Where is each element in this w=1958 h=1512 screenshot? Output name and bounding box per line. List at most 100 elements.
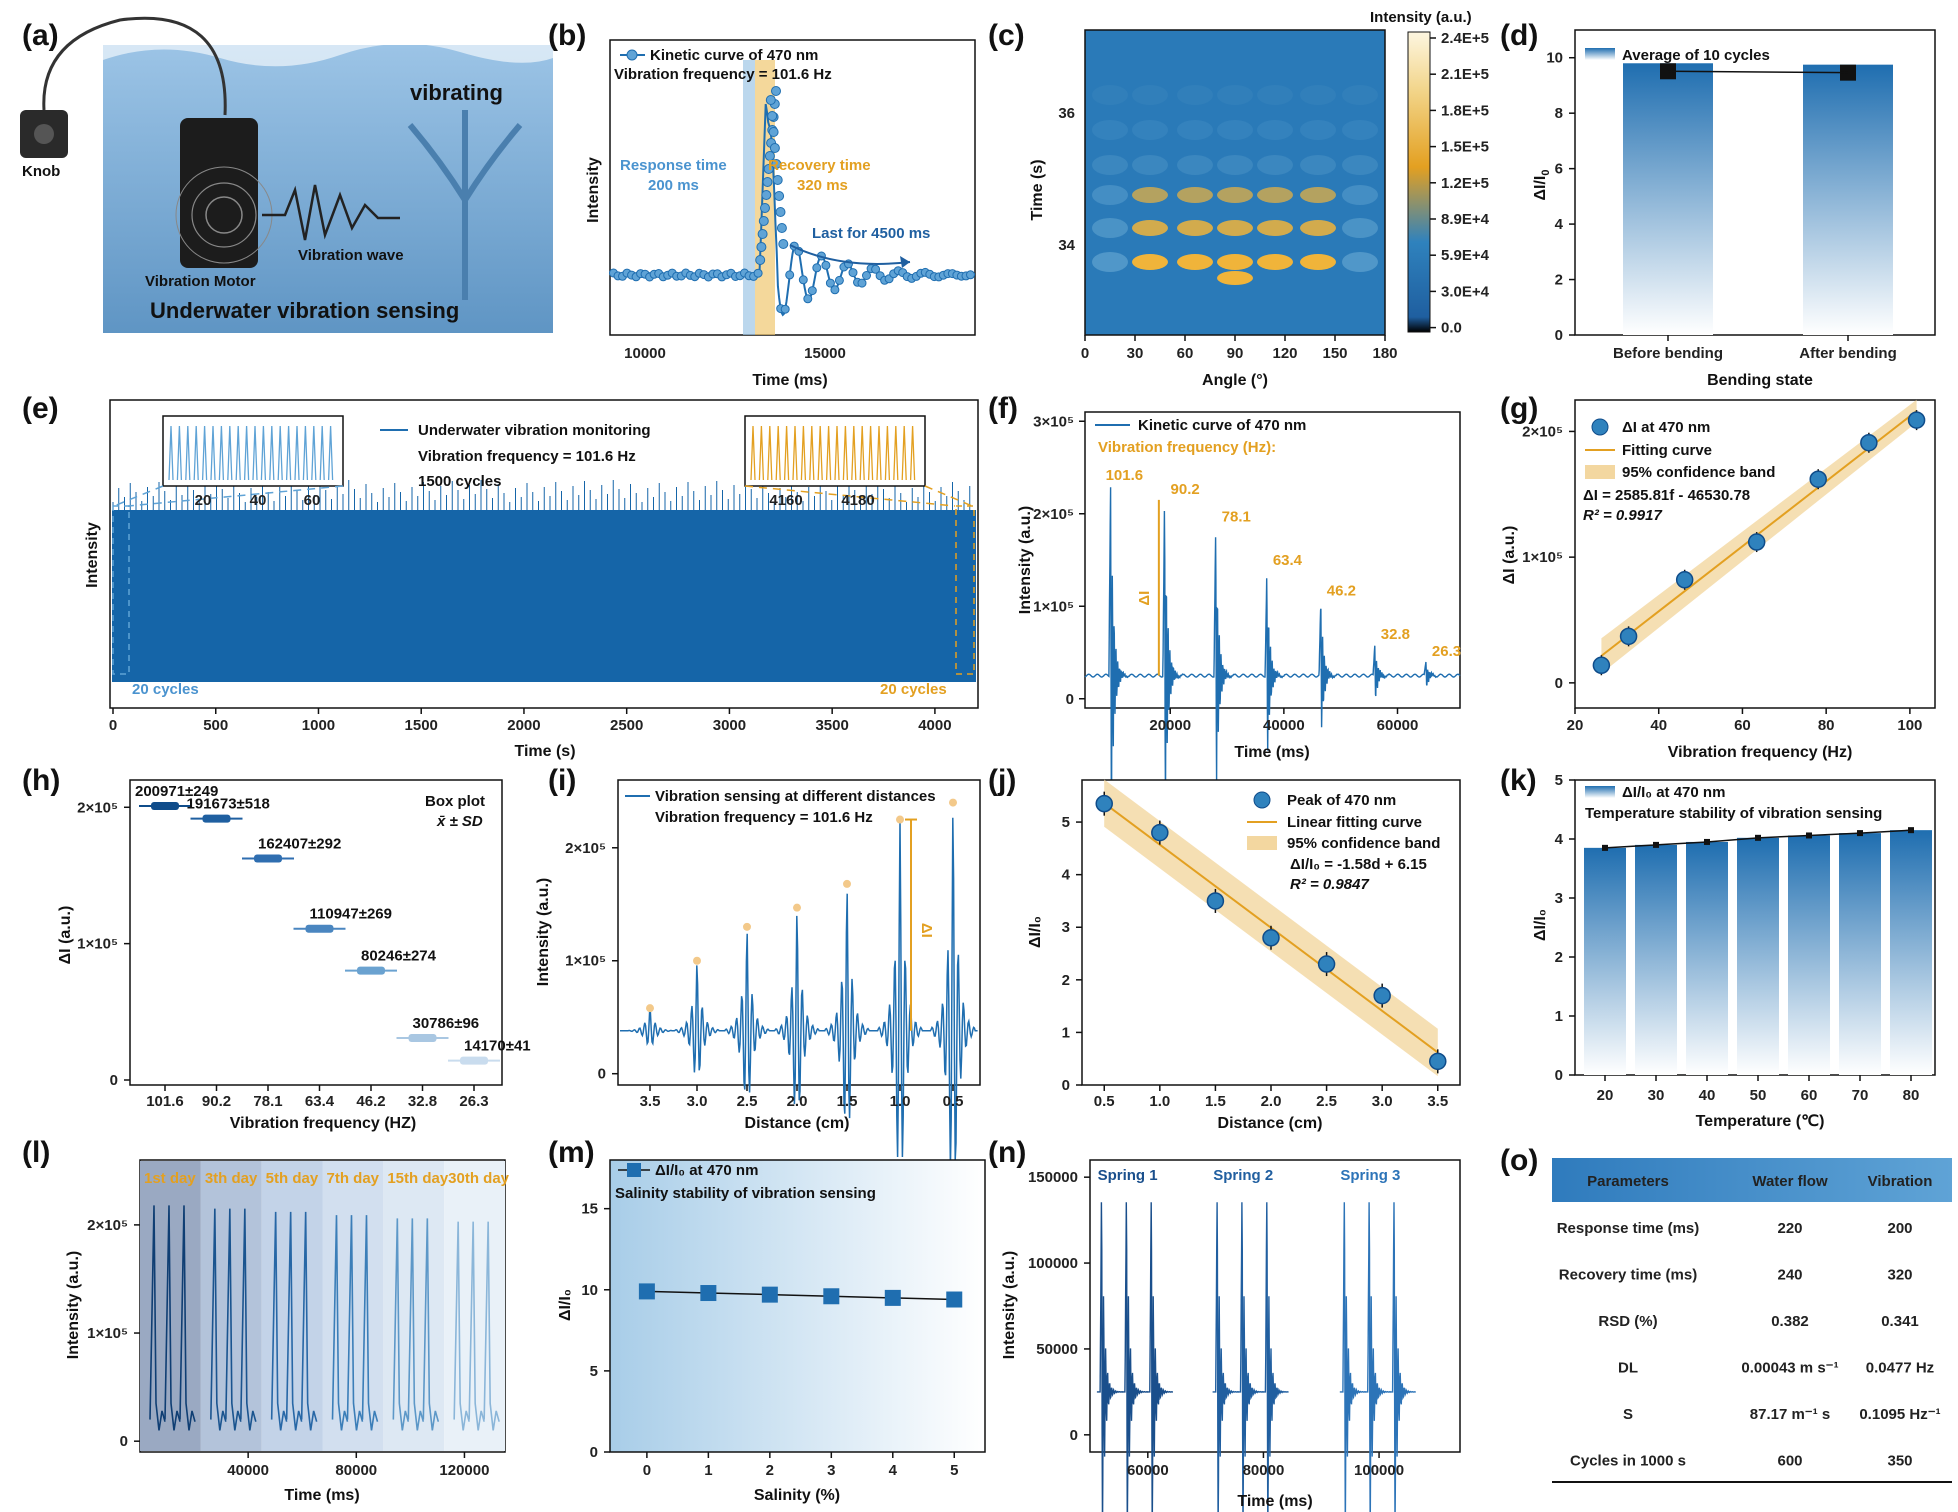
cbar-tick-0: 2.4E+5 xyxy=(1441,30,1489,47)
kinetic-point-rise-8 xyxy=(764,151,775,161)
vibration-ring-2 xyxy=(191,182,257,248)
i-peak-4 xyxy=(843,879,851,888)
j-ytick-5: 5 xyxy=(1062,814,1070,831)
i-peak-0 xyxy=(646,1004,654,1013)
table-header xyxy=(1552,1158,1952,1202)
i-xtick-4: 1.5 xyxy=(837,1093,858,1110)
j-point-1 xyxy=(1151,823,1169,842)
heatmap-cell-19 xyxy=(1300,155,1336,175)
m-xtick-3: 3 xyxy=(827,1462,835,1479)
j-point-3 xyxy=(1262,929,1280,947)
table-cell-1-1: 240 xyxy=(1777,1267,1802,1284)
kinetic-point-fall-6 xyxy=(774,191,785,201)
heatmap-cell-28 xyxy=(1092,218,1128,238)
heatmap-cell-30 xyxy=(1177,220,1213,236)
panel-label-h: (h) xyxy=(22,764,60,797)
l-peak-5-1 xyxy=(468,1221,485,1431)
l-peak-0-2 xyxy=(179,1205,196,1431)
g-xtick-2: 60 xyxy=(1734,717,1751,734)
l-peak-4-1 xyxy=(407,1218,425,1431)
m-ytick-3: 15 xyxy=(581,1201,598,1218)
i-trace xyxy=(620,817,978,1167)
last-duration-label: Last for 4500 ms xyxy=(812,225,930,242)
kinetic-point-39 xyxy=(803,294,813,304)
table-cell-3-1: 0.00043 m s⁻¹ xyxy=(1741,1360,1838,1377)
colorbar xyxy=(1407,31,1431,333)
l-day-label-4: 15th day xyxy=(387,1170,449,1187)
equation-j: ΔI/I₀ = -1.58d + 6.15 xyxy=(1290,856,1427,873)
heatmap-cell-39 xyxy=(1257,254,1293,270)
l-peak-2-1 xyxy=(285,1211,303,1431)
g-points xyxy=(1592,410,1926,676)
i-ytick-1: 1×10⁵ xyxy=(565,953,606,970)
k-bars xyxy=(1584,827,1932,1075)
panel-label-n: (n) xyxy=(988,1136,1026,1169)
kinetic-point-rise-4 xyxy=(760,203,770,213)
g-point-1 xyxy=(1619,627,1638,646)
g-point-0 xyxy=(1592,656,1611,675)
c-xtick-5: 150 xyxy=(1322,345,1347,362)
h-label-1: 191673±518 xyxy=(187,796,270,813)
j-point-5 xyxy=(1373,986,1391,1005)
kinetic-point-fall-8 xyxy=(776,223,787,233)
delta-label: ΔI xyxy=(1136,591,1153,606)
heatmap-cell-29 xyxy=(1132,220,1168,236)
e-inset2-peak-7 xyxy=(809,425,815,481)
j-xtick-4: 2.5 xyxy=(1316,1093,1337,1110)
n-traces xyxy=(1096,1202,1416,1512)
j-point-6 xyxy=(1429,1052,1447,1071)
l-xtick-0: 40000 xyxy=(227,1462,269,1479)
d-ytick-1: 2 xyxy=(1555,272,1563,289)
j-point-0 xyxy=(1095,794,1113,813)
h-xlabel: Vibration frequency (HZ) xyxy=(230,1115,416,1132)
panel-f-frame xyxy=(1084,411,1461,709)
l-peak-5-2 xyxy=(483,1221,500,1431)
e-inset2-peak-4 xyxy=(783,425,790,481)
heatmap-cell-5 xyxy=(1300,85,1336,105)
kinetic-point-fall-2 xyxy=(768,127,779,137)
table-cell-5-0: Cycles in 1000 s xyxy=(1570,1453,1686,1470)
c-ytick-0: 36 xyxy=(1058,105,1075,122)
r2-g: R² = 0.9917 xyxy=(1583,507,1662,524)
k-ytick-1: 1 xyxy=(1555,1008,1563,1025)
k-marker-6 xyxy=(1908,827,1914,834)
table-header-2: Vibration xyxy=(1868,1173,1933,1190)
legend-i: Vibration sensing at different distances xyxy=(655,788,936,805)
n-xtick-0: 60000 xyxy=(1127,1462,1169,1479)
legend-d: Average of 10 cycles xyxy=(1622,47,1770,64)
heatmap-cell-13 xyxy=(1342,120,1378,140)
j-points xyxy=(1095,791,1447,1074)
legend-m: ΔI/I₀ at 470 nm xyxy=(655,1162,758,1179)
e-inset2-peak-8 xyxy=(817,425,823,481)
heatmap-cell-8 xyxy=(1132,120,1168,140)
b-ylabel: Intensity xyxy=(585,157,602,223)
l-peak-3-0 xyxy=(331,1215,349,1431)
d-bars xyxy=(1623,63,1893,335)
table-header-0: Parameters xyxy=(1587,1173,1669,1190)
c-xlabel: Angle (°) xyxy=(1202,372,1268,389)
freq-i: Vibration frequency = 101.6 Hz xyxy=(655,809,873,826)
table-cell-5-2: 350 xyxy=(1887,1453,1912,1470)
l-peak-2-2 xyxy=(300,1211,318,1431)
legend-j3: 95% confidence band xyxy=(1287,835,1440,852)
legend-f: Kinetic curve of 470 nm xyxy=(1138,417,1306,434)
legend-marker-g xyxy=(1591,418,1609,436)
n-ytick-0: 0 xyxy=(1070,1427,1078,1444)
m-line xyxy=(646,1290,955,1301)
g-ytick-0: 0 xyxy=(1555,675,1563,692)
heatmap-cell-22 xyxy=(1132,187,1168,203)
box-plot-label: Box plot xyxy=(425,793,485,810)
j-xtick-6: 3.5 xyxy=(1427,1093,1448,1110)
heatmap-cell-37 xyxy=(1177,254,1213,270)
f-xtick-0: 20000 xyxy=(1149,717,1191,734)
l-ytick-0: 0 xyxy=(120,1433,128,1450)
e-xtick-4: 2000 xyxy=(507,717,540,734)
